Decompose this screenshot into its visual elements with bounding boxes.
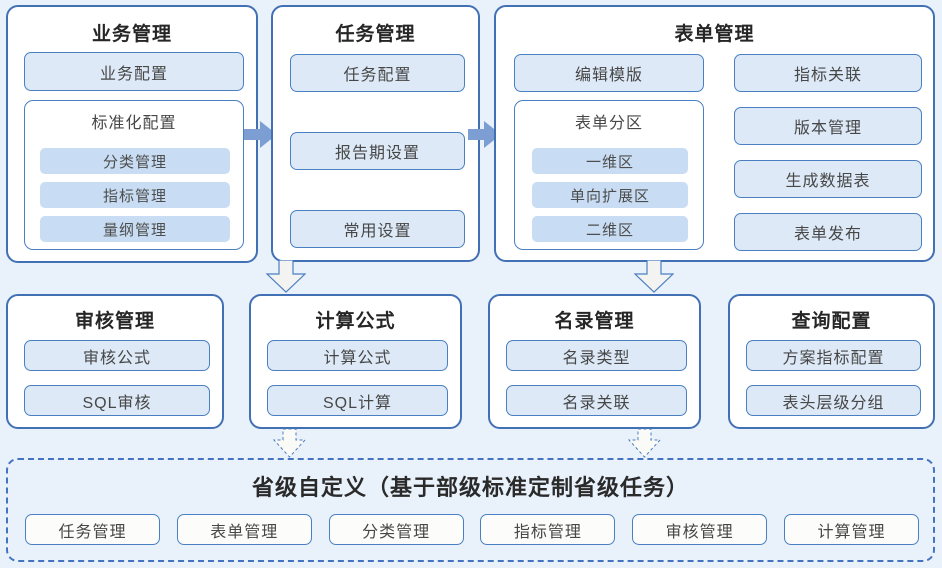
arrow-down-dashed-icon: [273, 428, 306, 458]
calc-formula-node: 计算公式: [267, 340, 448, 371]
edit-template-node: 编辑模版: [514, 54, 704, 92]
province-audit-mgmt-chip: 审核管理: [632, 514, 768, 545]
arrow-right-icon: [244, 121, 277, 148]
business-config-node: 业务配置: [24, 52, 244, 91]
common-settings-node: 常用设置: [290, 210, 465, 248]
audit-formula-node: 审核公式: [24, 340, 210, 371]
province-form-mgmt-chip: 表单管理: [176, 514, 312, 545]
form-partition-title: 表单分区: [574, 115, 643, 132]
business-mgmt-title: 业务管理: [91, 24, 172, 45]
dimension-mgmt-node: 量纲管理: [40, 216, 230, 242]
query-config-panel: 查询配置 方案指标配置 表头层级分组: [728, 294, 935, 429]
arrow-down-dashed-icon: [628, 428, 661, 458]
standardized-config-title: 标准化配置: [91, 115, 177, 132]
sql-audit-node: SQL审核: [24, 385, 210, 416]
standardized-config-group: 标准化配置 分类管理 指标管理 量纲管理: [24, 100, 244, 250]
arrow-right-icon: [468, 121, 501, 148]
form-partition-group: 表单分区 一维区 单向扩展区 二维区: [514, 100, 704, 250]
province-custom-title: 省级自定义（基于部级标准定制省级任务）: [251, 475, 689, 500]
task-mgmt-panel: 任务管理 任务配置 报告期设置 常用设置: [271, 5, 480, 262]
calc-formula-panel: 计算公式 计算公式 SQL计算: [249, 294, 462, 429]
directory-mgmt-title: 名录管理: [554, 311, 635, 332]
query-config-title: 查询配置: [791, 311, 872, 332]
category-mgmt-node: 分类管理: [40, 148, 230, 174]
indicator-link-node: 指标关联: [734, 54, 922, 92]
plan-indicator-config-node: 方案指标配置: [746, 340, 921, 371]
indicator-mgmt-node: 指标管理: [40, 182, 230, 208]
directory-type-node: 名录类型: [506, 340, 687, 371]
task-mgmt-title: 任务管理: [335, 24, 416, 45]
version-mgmt-node: 版本管理: [734, 107, 922, 145]
form-publish-node: 表单发布: [734, 213, 922, 251]
sql-calc-node: SQL计算: [267, 385, 448, 416]
arrow-down-icon: [634, 260, 674, 293]
header-level-group-node: 表头层级分组: [746, 385, 921, 416]
generate-datatable-node: 生成数据表: [734, 160, 922, 198]
business-mgmt-panel: 业务管理 业务配置 标准化配置 分类管理 指标管理 量纲管理: [6, 5, 258, 263]
directory-link-node: 名录关联: [506, 385, 687, 416]
province-task-mgmt-chip: 任务管理: [25, 514, 160, 545]
form-mgmt-panel: 表单管理 编辑模版 表单分区 一维区 单向扩展区 二维区 指标关联 版本管理 生…: [494, 5, 935, 262]
two-dim-zone-node: 二维区: [532, 216, 688, 242]
one-dim-zone-node: 一维区: [532, 148, 688, 174]
calc-formula-title: 计算公式: [315, 311, 396, 332]
province-chip-row: 任务管理 表单管理 分类管理 指标管理 审核管理 计算管理: [25, 514, 919, 545]
province-calc-mgmt-chip: 计算管理: [783, 514, 919, 545]
audit-mgmt-title: 审核管理: [74, 311, 155, 332]
province-custom-section: 省级自定义（基于部级标准定制省级任务） 任务管理 表单管理 分类管理 指标管理 …: [6, 458, 935, 562]
audit-mgmt-panel: 审核管理 审核公式 SQL审核: [6, 294, 224, 429]
task-config-node: 任务配置: [290, 54, 465, 92]
form-mgmt-title: 表单管理: [674, 24, 755, 45]
report-period-node: 报告期设置: [290, 132, 465, 170]
directory-mgmt-panel: 名录管理 名录类型 名录关联: [488, 294, 701, 429]
arrow-down-icon: [266, 260, 306, 293]
province-category-mgmt-chip: 分类管理: [328, 514, 464, 545]
province-indicator-mgmt-chip: 指标管理: [480, 514, 616, 545]
single-expand-zone-node: 单向扩展区: [532, 182, 688, 208]
